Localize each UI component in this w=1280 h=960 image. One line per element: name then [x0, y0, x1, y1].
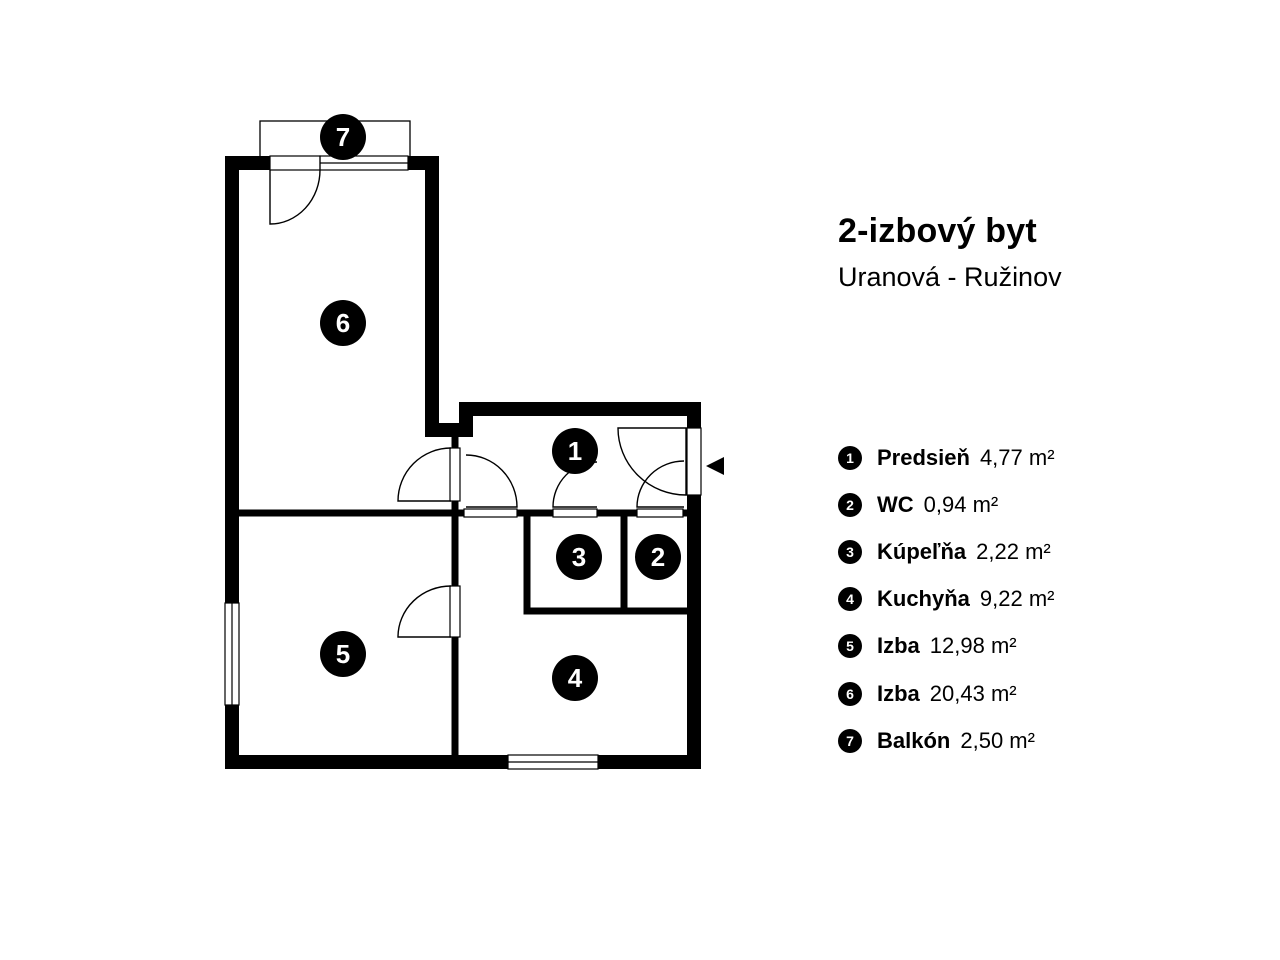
windows — [224, 155, 599, 770]
legend-badge: 7 — [838, 728, 862, 753]
legend-item: 2 WC 0,94 m² — [838, 481, 1258, 528]
legend-room-area: 2,22 m² — [976, 538, 1051, 564]
legend-room-area: 2,50 m² — [960, 727, 1035, 753]
legend-item: 5 Izba 12,98 m² — [838, 623, 1258, 670]
legend-item: 6 Izba 20,43 m² — [838, 670, 1258, 717]
legend-room-name: Kuchyňa — [877, 586, 970, 612]
legend-badge: 5 — [838, 634, 862, 659]
legend-room-area: 4,77 m² — [979, 444, 1055, 470]
openings — [223, 154, 703, 771]
legend-room-area: 0,94 m² — [923, 491, 999, 517]
room-legend: 1 Predsieň 4,77 m² 2 WC 0,94 m² 3 Kúpeľň… — [838, 434, 1258, 764]
room-badge-1: 1 — [552, 428, 598, 474]
room-badge-7-label: 7 — [336, 122, 350, 152]
legend-room-name: Izba — [877, 633, 920, 659]
page-subtitle: Uranová - Ružinov — [838, 262, 1062, 292]
room-badge-2: 2 — [635, 534, 681, 580]
legend-badge: 6 — [838, 681, 862, 706]
legend-badge: 3 — [838, 539, 862, 564]
room-badges: 7 6 1 3 2 5 4 — [320, 114, 681, 701]
room-badge-4: 4 — [552, 655, 598, 701]
page-title: 2-izbový byt — [838, 212, 1037, 250]
legend-badge: 4 — [838, 587, 862, 612]
legend-item: 7 Balkón 2,50 m² — [838, 717, 1258, 764]
room-badge-2-label: 2 — [651, 542, 665, 572]
room-badge-3: 3 — [556, 534, 602, 580]
legend-room-name: Balkón — [877, 727, 951, 753]
room-badge-6: 6 — [320, 300, 366, 346]
interior-walls — [236, 436, 690, 757]
room-badge-7: 7 — [320, 114, 366, 160]
room-badge-3-label: 3 — [572, 542, 586, 572]
legend-room-area: 9,22 m² — [979, 586, 1055, 612]
legend-room-name: Izba — [877, 680, 920, 706]
room-badge-4-label: 4 — [568, 663, 583, 693]
legend-badge: 2 — [838, 492, 862, 517]
door-swings — [269, 169, 687, 638]
legend-item: 4 Kuchyňa 9,22 m² — [838, 576, 1258, 623]
room-badge-5: 5 — [320, 631, 366, 677]
legend-item: 3 Kúpeľňa 2,22 m² — [838, 528, 1258, 575]
exterior-walls — [225, 156, 701, 769]
door-frames — [269, 155, 702, 638]
legend-room-name: Kúpeľňa — [877, 538, 967, 564]
entrance-arrow-icon — [706, 457, 724, 475]
legend-room-area: 20,43 m² — [929, 680, 1017, 706]
legend-room-name: Predsieň — [877, 444, 970, 470]
legend-badge: 1 — [838, 445, 862, 470]
legend-room-name: WC — [877, 491, 914, 517]
room-badge-6-label: 6 — [336, 308, 350, 338]
legend-room-area: 12,98 m² — [929, 633, 1017, 659]
room-badge-1-label: 1 — [568, 436, 582, 466]
room-badge-5-label: 5 — [336, 639, 350, 669]
legend-item: 1 Predsieň 4,77 m² — [838, 434, 1258, 481]
